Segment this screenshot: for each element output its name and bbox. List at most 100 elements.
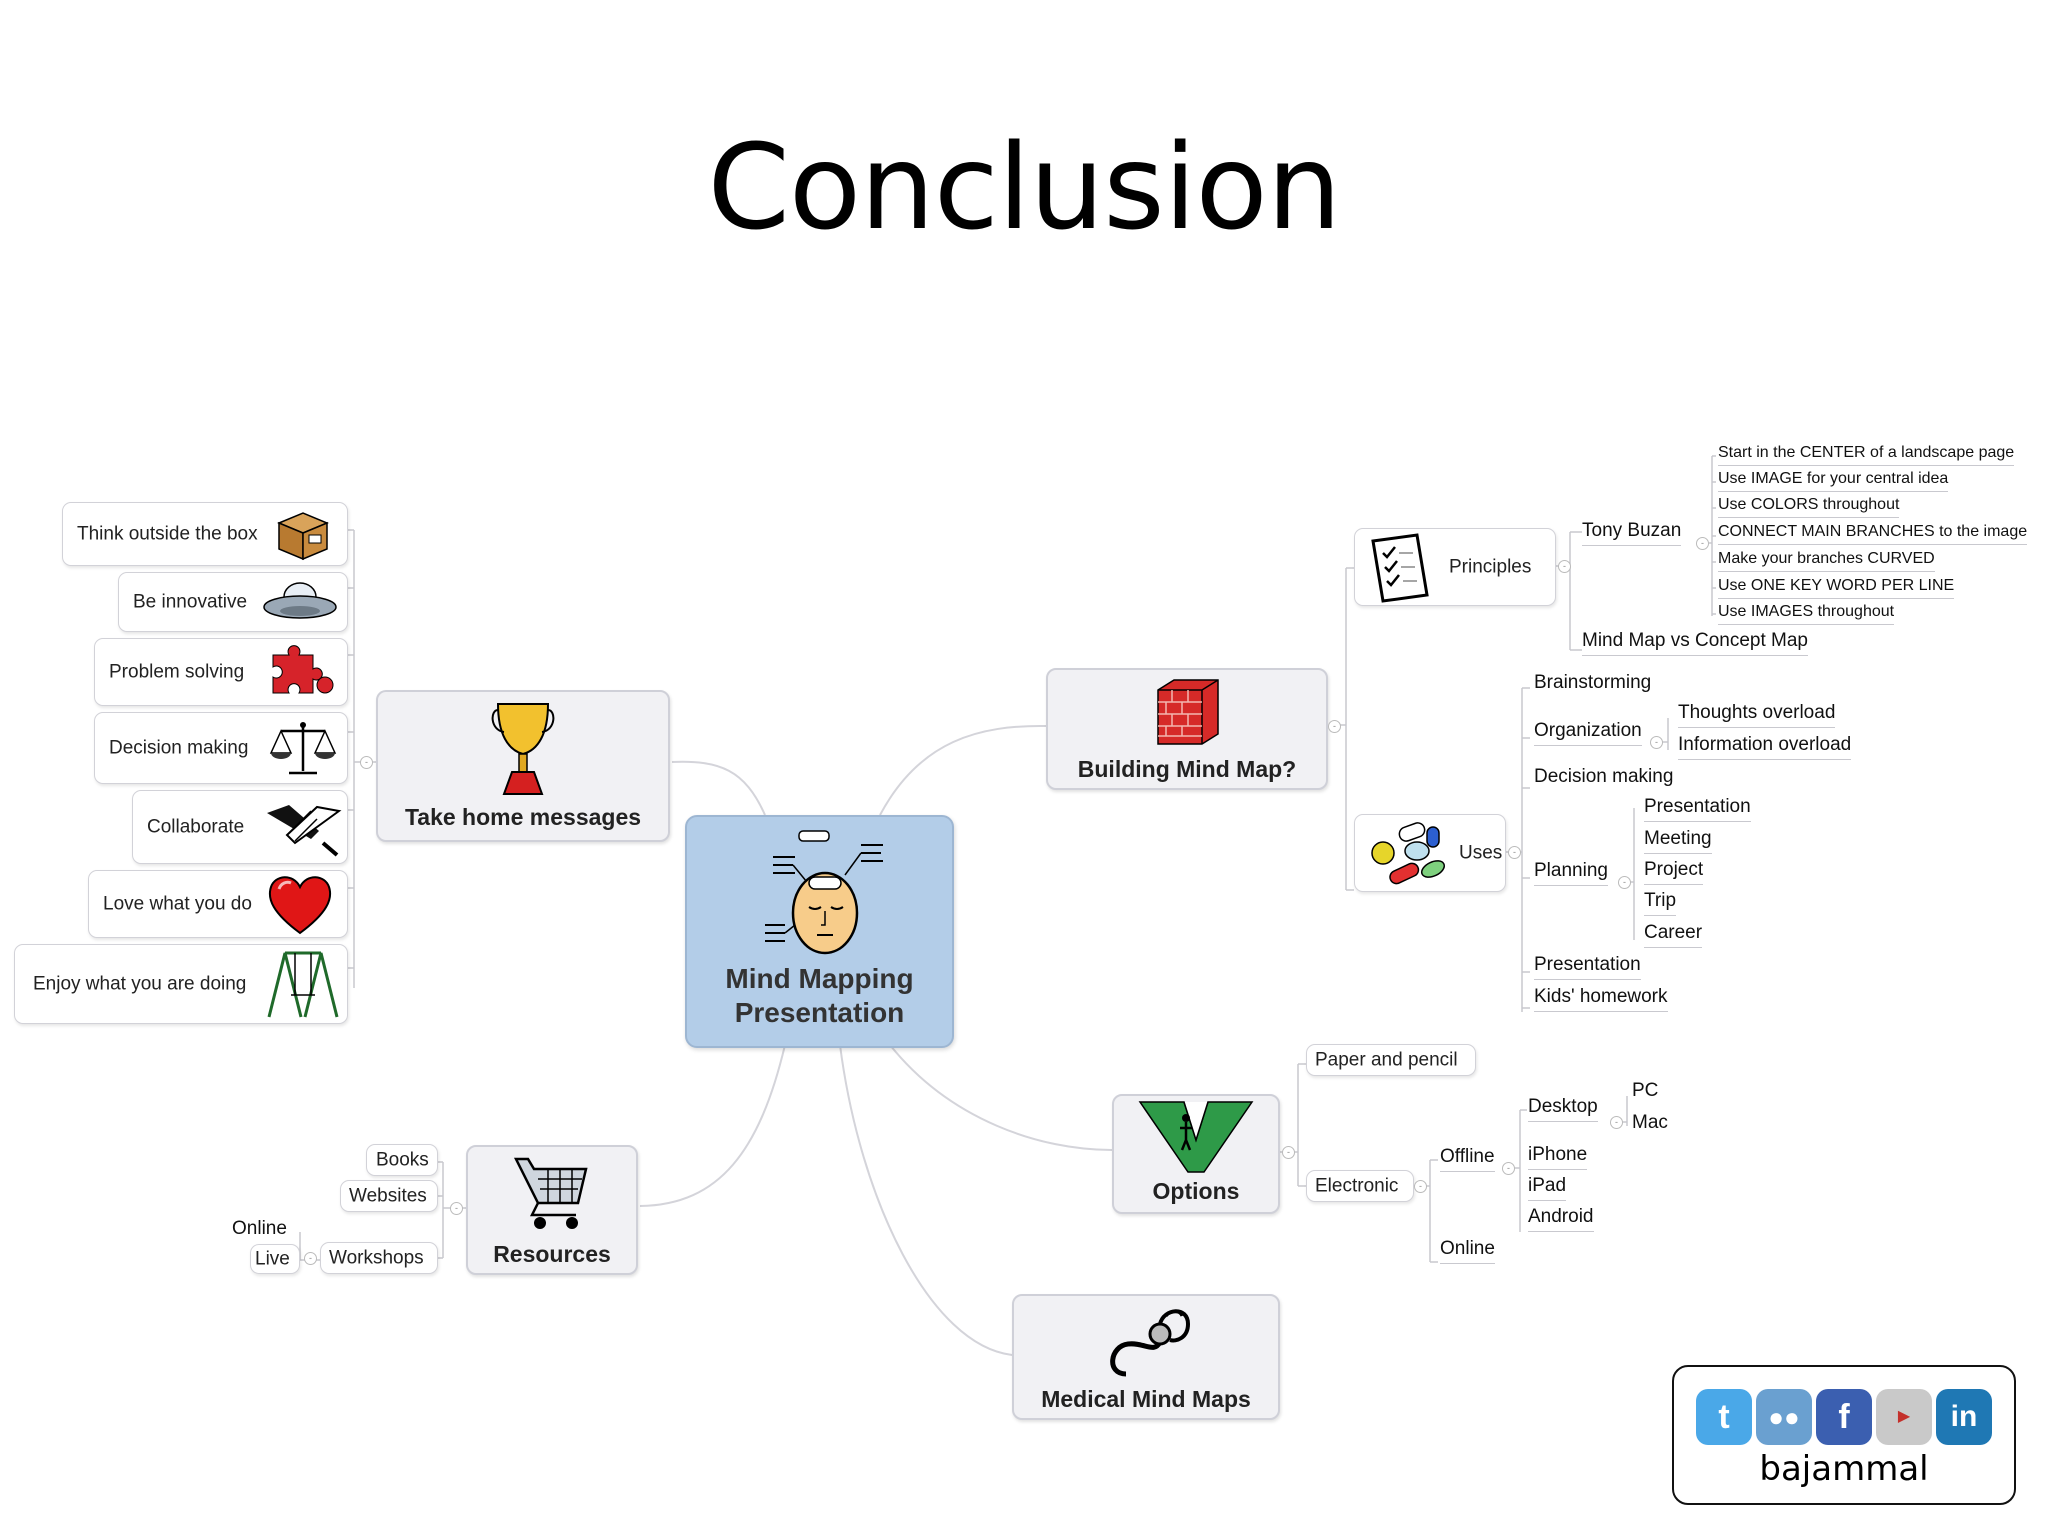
use-planning[interactable]: Planning [1534,860,1608,886]
tony-buzan-branch[interactable]: Tony Buzan [1582,520,1682,546]
puzzle-icon [272,645,334,694]
desktop-collapse-toggle[interactable]: - [1610,1116,1623,1129]
take-home-node[interactable]: Take home messages [376,690,670,842]
offline-ipad[interactable]: iPad [1528,1175,1567,1201]
heart-icon [268,876,332,935]
central-topic[interactable]: Mind Mapping Presentation [685,815,954,1048]
offline-iphone[interactable]: iPhone [1528,1144,1588,1170]
take-home-item[interactable]: Think outside the box [62,502,348,566]
principle-rule[interactable]: Use IMAGES throughout [1718,603,1895,625]
shopping-cart-icon [513,1157,588,1229]
workshops-collapse-toggle[interactable]: - [304,1252,317,1265]
handshake-icon [267,805,342,857]
uses-node[interactable]: Uses [1354,814,1506,892]
tony-buzan-collapse-toggle[interactable]: - [1696,537,1709,550]
resources-collapse-toggle[interactable]: - [450,1202,463,1215]
twitter-icon[interactable]: t [1696,1389,1752,1445]
workshops-live[interactable]: Live [250,1244,300,1274]
principle-rule[interactable]: Make your branches CURVED [1718,550,1935,572]
principles-node[interactable]: Principles [1354,528,1556,606]
youtube-icon[interactable]: ▶ [1876,1389,1932,1445]
websites-label: Websites [349,1185,427,1207]
take-home-item[interactable]: Enjoy what you are doing [14,944,348,1024]
planning-item[interactable]: Trip [1644,890,1677,916]
options-label: Options [1152,1178,1240,1204]
box-icon [277,512,329,561]
take-home-item-label: Problem solving [109,661,245,683]
take-home-item[interactable]: Be innovative [118,572,348,632]
electronic-collapse-toggle[interactable]: - [1414,1180,1427,1193]
organization-information-overload[interactable]: Information overload [1678,734,1852,760]
use-presentation[interactable]: Presentation [1534,954,1641,980]
books-label: Books [376,1149,429,1171]
electronic-label: Electronic [1315,1175,1399,1197]
options-node[interactable]: Options [1112,1094,1280,1214]
central-topic-line-2: Presentation [734,997,905,1028]
take-home-item-label: Collaborate [147,816,245,838]
medical-node[interactable]: Medical Mind Maps [1012,1294,1280,1420]
offline-collapse-toggle[interactable]: - [1502,1162,1515,1175]
resources-item-books[interactable]: Books [366,1144,438,1176]
live-label: Live [255,1248,290,1270]
take-home-item-label: Be innovative [133,591,248,613]
planning-item[interactable]: Career [1644,922,1703,948]
desktop-pc[interactable]: PC [1632,1080,1659,1101]
take-home-item[interactable]: Collaborate [132,790,348,864]
take-home-item-label: Decision making [109,737,249,759]
use-brainstorming[interactable]: Brainstorming [1534,672,1652,693]
electronic-offline[interactable]: Offline [1440,1146,1495,1172]
thinking-head-icon [765,830,883,955]
take-home-item[interactable]: Love what you do [88,870,348,938]
ufo-icon [263,582,337,619]
social-handle: bajammal [1759,1449,1929,1489]
mind-map-vs-concept-map[interactable]: Mind Map vs Concept Map [1582,630,1808,656]
resources-item-workshops[interactable]: Workshops [320,1242,438,1274]
principle-rule[interactable]: Use ONE KEY WORD PER LINE [1718,577,1955,599]
planning-item[interactable]: Meeting [1644,828,1712,854]
planning-item[interactable]: Project [1644,859,1704,885]
take-home-item[interactable]: Decision making [94,712,348,784]
use-organization[interactable]: Organization [1534,720,1642,746]
desktop-mac[interactable]: Mac [1632,1112,1668,1133]
principle-rule[interactable]: Use IMAGE for your central idea [1718,470,1949,492]
take-home-label: Take home messages [404,804,642,830]
social-badge: t ●● f ▶ in bajammal [1672,1365,2016,1505]
people-icon[interactable]: ●● [1756,1389,1812,1445]
medical-label: Medical Mind Maps [1041,1386,1251,1412]
options-collapse-toggle[interactable]: - [1282,1146,1295,1159]
slide-title: Conclusion [707,118,1341,256]
offline-desktop[interactable]: Desktop [1528,1096,1598,1122]
planning-item[interactable]: Presentation [1644,796,1751,822]
take-home-item[interactable]: Problem solving [94,638,348,706]
use-kids-homework[interactable]: Kids' homework [1534,986,1668,1012]
uses-label: Uses [1459,842,1503,864]
planning-collapse-toggle[interactable]: - [1618,876,1631,889]
resources-label: Resources [493,1241,611,1267]
principles-label: Principles [1449,556,1532,578]
linkedin-icon[interactable]: in [1936,1389,1992,1445]
principle-rule[interactable]: Start in the CENTER of a landscape page [1718,444,2015,466]
offline-android[interactable]: Android [1528,1206,1594,1232]
swing-icon [267,951,339,1018]
principles-collapse-toggle[interactable]: - [1558,560,1571,573]
workshops-online[interactable]: Online [232,1218,287,1239]
principle-rule[interactable]: Use COLORS throughout [1718,496,1900,518]
organization-thoughts-overload[interactable]: Thoughts overload [1678,702,1836,728]
organization-collapse-toggle[interactable]: - [1650,736,1663,749]
workshops-label: Workshops [329,1247,424,1269]
facebook-icon[interactable]: f [1816,1389,1872,1445]
principle-rule[interactable]: CONNECT MAIN BRANCHES to the image [1718,523,2028,545]
option-electronic[interactable]: Electronic [1306,1170,1414,1202]
resources-node[interactable]: Resources [466,1145,638,1275]
scales-icon [269,722,337,775]
take-home-item-label: Think outside the box [77,523,258,545]
option-paper-pencil[interactable]: Paper and pencil [1306,1044,1476,1076]
resources-item-websites[interactable]: Websites [340,1180,438,1212]
building-collapse-toggle[interactable]: - [1328,720,1341,733]
stethoscope-icon [1110,1309,1191,1377]
electronic-online[interactable]: Online [1440,1238,1495,1264]
uses-collapse-toggle[interactable]: - [1508,846,1521,859]
take-home-collapse-toggle[interactable]: - [360,756,373,769]
use-decision-making[interactable]: Decision making [1534,766,1674,787]
building-node[interactable]: Building Mind Map? [1046,668,1328,790]
